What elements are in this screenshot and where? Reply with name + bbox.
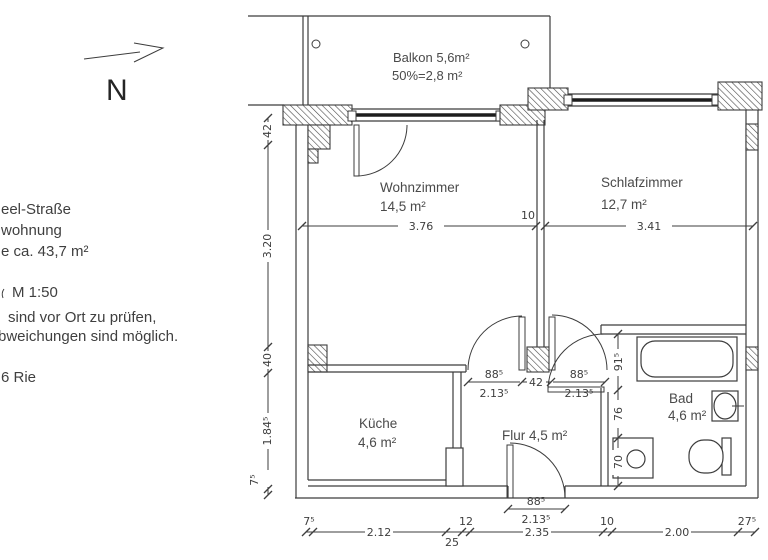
dim-pillar: 42 xyxy=(529,376,543,389)
door-wohnzimmer xyxy=(467,315,526,371)
dim-schlafzimmer-width: 3.41 xyxy=(637,220,662,233)
note-area-total: e ca. 43,7 m² xyxy=(1,243,89,260)
dim-bottom-10: 10 xyxy=(600,515,614,528)
dim-door-right-h: 2.13⁵ xyxy=(565,387,594,400)
dims-bad: 91⁵ 76 70 xyxy=(611,329,625,491)
dim-bottom-275: 27⁵ xyxy=(738,515,756,528)
bad-label: Bad xyxy=(669,391,693,406)
wall-top-left xyxy=(282,104,353,126)
dims-left: 42 3.20 40 1.84⁵ 7⁵ xyxy=(248,113,274,500)
note-check: sind vor Ort zu prüfen, xyxy=(8,309,156,326)
door-schlafzimmer xyxy=(548,314,608,371)
balcony-outline xyxy=(248,15,551,106)
dims-bottom: 7⁵ 2.12 25 12 2.35 10 2.00 27⁵ xyxy=(301,515,760,549)
bad-area: 4,6 m² xyxy=(668,408,707,423)
wohnzimmer-label: Wohnzimmer xyxy=(380,180,460,195)
note-scale: M 1:50 xyxy=(12,284,58,301)
note-deviation: bweichungen sind möglich. xyxy=(0,328,178,345)
dim-left-75: 7⁵ xyxy=(248,474,261,485)
flur-label: Flur 4,5 m² xyxy=(502,428,568,443)
wall-top-right xyxy=(717,81,763,111)
dim-divider-wall: 10 xyxy=(521,209,535,222)
note-ref: 6 Rie xyxy=(1,369,36,386)
dim-door-left-h: 2.13⁵ xyxy=(480,387,509,400)
sink xyxy=(711,390,744,422)
wall-pier-left-top xyxy=(307,124,331,150)
dim-left-42: 42 xyxy=(261,124,274,138)
notes-block: eel-Straße wohnung e ca. 43,7 m² M 1:50 … xyxy=(0,201,178,386)
walls xyxy=(282,81,763,499)
clipped-text-artifact xyxy=(1,288,5,299)
balkon-label: Balkon 5,6m² xyxy=(393,50,470,65)
north-arrow-icon: N xyxy=(83,42,165,107)
dim-bottom-75: 7⁵ xyxy=(303,515,314,528)
dim-bottom-25: 25 xyxy=(445,536,459,549)
door-bad xyxy=(547,333,605,393)
dim-bottom-12: 12 xyxy=(459,515,473,528)
dim-bad-915: 91⁵ xyxy=(612,353,625,371)
bath-fixtures xyxy=(612,336,744,479)
dim-left-40: 40 xyxy=(261,353,274,367)
wall-pier-right-top xyxy=(745,123,759,151)
balcony-drain-right xyxy=(520,39,530,49)
dim-bad-70: 70 xyxy=(612,455,625,469)
balcony-drain-left xyxy=(311,39,321,49)
wall-pier-right-mid xyxy=(745,346,759,371)
entry-door xyxy=(506,442,566,499)
dim-door-left-w: 88⁵ xyxy=(485,368,503,381)
room-labels: Balkon 5,6m² 50%=2,8 m² Wohnzimmer 14,5 … xyxy=(358,50,707,450)
dims-top: 3.76 10 3.41 xyxy=(297,209,758,233)
note-street: eel-Straße xyxy=(1,201,71,218)
dim-bad-76: 76 xyxy=(612,407,625,421)
dims-entry: 88⁵ 2.13⁵ xyxy=(503,495,570,526)
wall-pillar-flur xyxy=(526,346,550,373)
dim-left-320: 3.20 xyxy=(261,234,274,259)
wohnzimmer-area: 14,5 m² xyxy=(380,199,426,214)
balcony-door xyxy=(353,124,408,177)
kueche-area: 4,6 m² xyxy=(358,435,397,450)
bathtub xyxy=(636,336,738,382)
dim-bottom-200: 2.00 xyxy=(665,526,690,539)
duct-block xyxy=(445,447,464,487)
dims-flur: 88⁵ 2.13⁵ 42 88⁵ 2.13⁵ xyxy=(463,368,610,400)
schlafzimmer-area: 12,7 m² xyxy=(601,197,647,212)
note-wohnung: wohnung xyxy=(0,222,62,239)
dim-entry-w: 88⁵ xyxy=(527,495,545,508)
dim-entry-h: 2.13⁵ xyxy=(522,513,551,526)
toilet xyxy=(688,437,732,476)
north-label: N xyxy=(106,74,128,107)
dim-bottom-235: 2.35 xyxy=(525,526,550,539)
balkon-note: 50%=2,8 m² xyxy=(392,68,463,83)
dim-door-right-w: 88⁵ xyxy=(570,368,588,381)
kueche-label: Küche xyxy=(359,416,397,431)
wall-pier-left-mid xyxy=(307,344,328,373)
dim-wohnzimmer-width: 3.76 xyxy=(409,220,434,233)
doors xyxy=(353,124,608,499)
dim-left-1845: 1.84⁵ xyxy=(261,417,274,446)
schlafzimmer-label: Schlafzimmer xyxy=(601,175,683,190)
dim-bottom-212: 2.12 xyxy=(367,526,392,539)
